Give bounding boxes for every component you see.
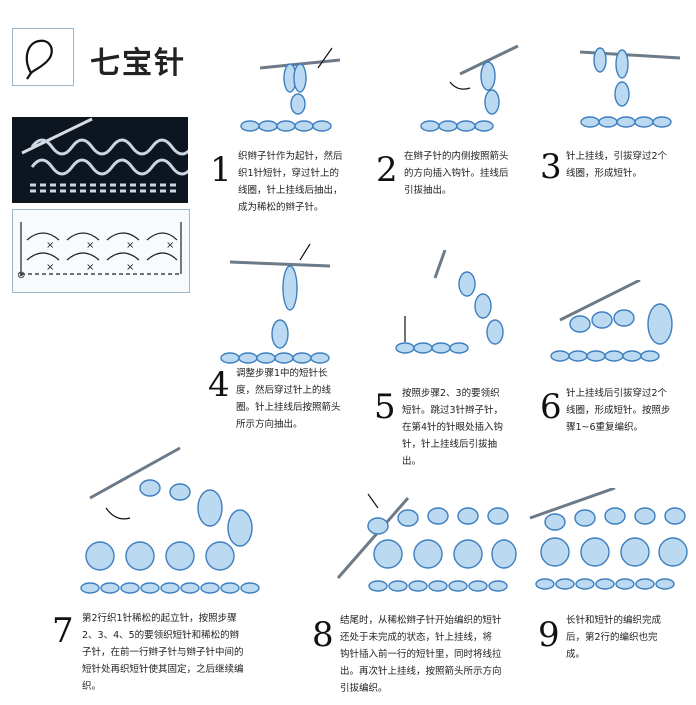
step-3-illustration [560,30,690,130]
step-3-number: 3 [540,147,562,187]
loop-stitch-icon [25,39,53,80]
step-2-number: 2 [376,150,398,190]
step-4-number: 4 [208,365,230,405]
step-4-illustration [220,238,350,368]
step-8-text: 结尾时，从稀松辫子针开始编织的短针 还处于未完成的状态，针上挂线，将 钩针插入前… [340,615,502,694]
step-4-text: 调整步骤1中的短针长 度，然后穿过针上的线 圈。针上挂线后按照箭头 所示方向抽出… [236,368,341,430]
step-9-illustration [525,488,690,598]
step-5-number: 5 [374,387,396,427]
svg-text:×: × [46,262,54,273]
page-title: 七宝针 [90,46,186,81]
step-7-number: 7 [52,611,74,651]
step-8-illustration [318,488,518,598]
step-7-text: 第2行织1针稀松的起立针，按照步骤 2、3、4、5的要领织短针和稀松的辫 子针，… [82,613,244,692]
step-5-illustration [395,250,525,360]
step-9-text: 长针和短针的编织完成 后，第2行的编织也完 成。 [566,615,662,660]
stitch-chart: × × × × × × × ⊗ [12,209,190,293]
svg-text:×: × [166,240,174,251]
title-icon-box [12,28,74,86]
svg-text:⊗: ⊗ [17,270,25,281]
step-8-number: 8 [312,615,334,655]
step-2-illustration [410,36,520,136]
step-6-text: 针上挂线后引拔穿过2个 线圈，形成短针。按照步 骤1~6重复编织。 [566,388,671,433]
svg-text:×: × [126,262,134,273]
step-1-number: 1 [210,150,232,190]
step-5-text: 按照步骤2、3的要领织 短针。跳过3针辫子针， 在第4针的针眼处插入钩 针，针上… [402,388,504,467]
svg-text:×: × [46,240,54,251]
swatch-photo [12,117,188,203]
step-9-number: 9 [538,615,560,655]
svg-text:×: × [126,240,134,251]
step-6-illustration [540,280,690,370]
step-3-text: 针上挂线，引拔穿过2个 线圈，形成短针。 [566,151,668,179]
step-6-number: 6 [540,387,562,427]
svg-text:×: × [86,262,94,273]
step-7-illustration [70,428,270,608]
svg-text:×: × [86,240,94,251]
step-2-text: 在辫子针的内侧按照箭头 的方向插入钩针。挂线后 引拔抽出。 [404,151,509,196]
step-1-text: 织辫子针作为起针，然后 织1针短针，穿过针上的 线圈，针上挂线后抽出， 成为稀松… [238,151,343,213]
step-1-illustration [230,38,350,138]
